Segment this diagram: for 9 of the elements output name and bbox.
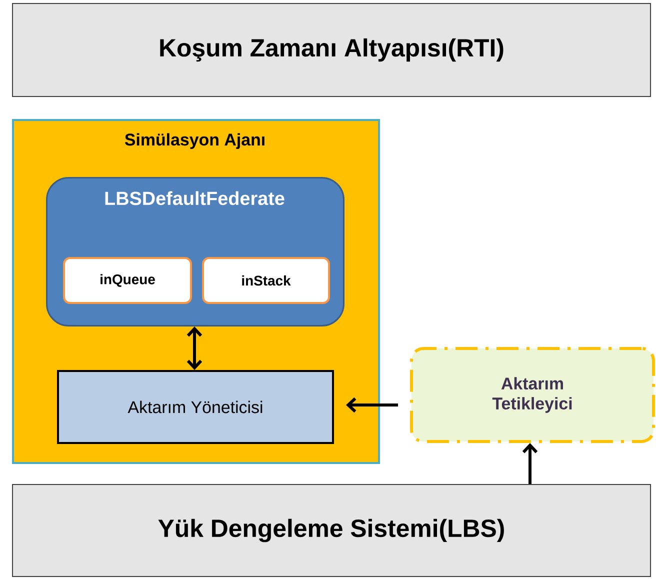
stack-box: inStack xyxy=(202,257,330,304)
arrow xyxy=(346,397,398,413)
trigger-box: Aktarım Tetikleyici xyxy=(410,347,655,443)
system-box: Yük Dengeleme Sistemi(LBS) xyxy=(12,484,651,577)
arrow xyxy=(186,326,202,370)
system-box: Koşum Zamanı Altyapısı(RTI) xyxy=(12,3,651,97)
arrow xyxy=(522,442,538,484)
queue-box: inQueue xyxy=(63,257,192,304)
manager-box: Aktarım Yöneticisi xyxy=(57,370,334,444)
